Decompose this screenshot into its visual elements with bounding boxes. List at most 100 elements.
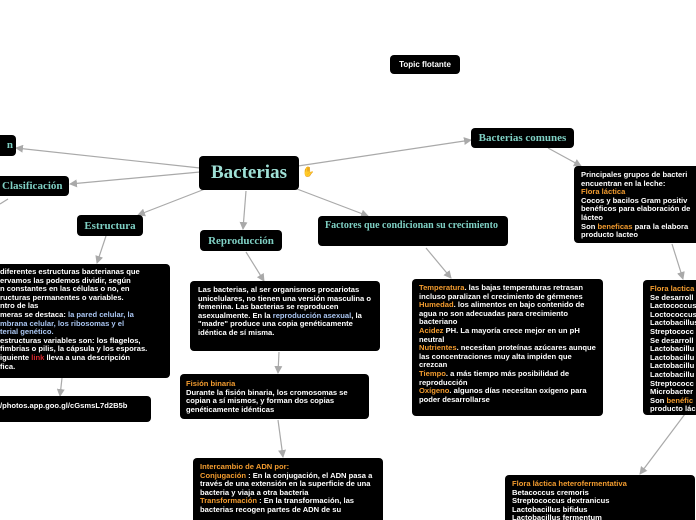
grupos-text: Son <box>581 221 598 231</box>
link-to-bacterias-comunes <box>297 137 472 167</box>
note-estructura-line: fica. <box>0 361 16 371</box>
central-topic[interactable]: Bacterias <box>199 156 299 190</box>
note-text: iguiente <box>0 352 32 362</box>
list-item: Loctococcus <box>650 309 696 319</box>
conjugacion-label: Conjugación <box>200 470 246 480</box>
factor-body: . necesitan proteínas azúcares aunque la… <box>419 343 596 370</box>
conjugacion-body: : En la conjugación, el ADN pasa a travé… <box>200 470 373 497</box>
branch-clasificacion[interactable]: Clasificación <box>0 176 69 196</box>
factor-acidez: Acidez PH. La mayoría crece mejor en un … <box>419 325 596 344</box>
factor-humedad: Humedad. los alimentos en bajo contenido… <box>419 300 596 327</box>
link-to-clasificacion <box>69 171 201 188</box>
list-item: Lactobacillus <box>650 318 696 328</box>
factor-label: Tiempo <box>419 368 446 378</box>
note-principales-grupos[interactable]: Principales grupos de bacteri encuentran… <box>574 166 696 243</box>
hetero-title: Flora láctica heterofermentativa <box>512 479 627 488</box>
note-reproduccion[interactable]: Las bacterias, al ser organismos procari… <box>190 281 380 351</box>
branch-bacterias-comunes[interactable]: Bacterias comunes <box>471 128 574 148</box>
factor-label: Acidez <box>419 325 444 335</box>
note-factores[interactable]: Temperatura. las bajas temperaturas retr… <box>412 279 603 416</box>
note-flora-heterofermentativa[interactable]: Flora láctica heterofermentativa Betacoc… <box>505 475 695 520</box>
intercambio-conjugacion: Conjugación : En la conjugación, el ADN … <box>200 470 376 498</box>
note-estructura-line: estructuras variables son: los flagelos, <box>0 335 141 345</box>
link-note-photos <box>56 377 65 397</box>
link-reproduccion-fision <box>274 351 283 374</box>
note-estructura-line: diferentes estructuras bacterianas que <box>0 267 140 276</box>
grupos-line: lácteo <box>581 212 603 222</box>
note-estructura-line: ervamos las podemos dividir, según <box>0 275 131 285</box>
list-item: Lactobacillus fermentum <box>512 513 602 520</box>
factor-body: . los alimentos en bajo contenido de agu… <box>419 300 585 327</box>
factor-body: PH. La mayoría crece mejor en un pH neut… <box>419 325 580 344</box>
flora-line: Son benéfic <box>650 395 696 406</box>
note-text: Las bacterias, al ser organismos procari… <box>198 285 372 320</box>
branch-reproduccion[interactable]: Reproducción <box>200 230 282 251</box>
list-item: Streptococcus dextranicus <box>512 496 610 506</box>
grupos-text: para la elabora <box>632 221 689 231</box>
branch-factores[interactable]: Factores que condicionan su crecimiento <box>318 216 508 246</box>
link-to-estructura <box>137 188 206 217</box>
list-item: Lactobacillus bifidus <box>512 504 588 514</box>
branch-reproduccion-title: Reproducción <box>208 235 274 247</box>
grupos-line: benéficos para elaboración de <box>581 204 691 214</box>
factor-body: . algunos días necesitan oxígeno para po… <box>419 386 587 404</box>
factor-label: Humedad <box>419 300 454 310</box>
factor-tiempo: Tiempo. a más tiempo más posibilidad de … <box>419 368 596 387</box>
factor-nutrientes: Nutrientes. necesitan proteínas azúcares… <box>419 343 596 370</box>
factor-label: Nutrientes <box>419 343 457 353</box>
list-item: Lactobacillu <box>650 352 695 362</box>
list-item: Lactobacillu <box>650 344 695 354</box>
factor-oxigeno: Oxígeno. algunos días necesitan oxígeno … <box>419 386 596 404</box>
branch-clasificacion-title: Clasificación <box>2 180 63 192</box>
description-link[interactable]: link <box>31 352 45 362</box>
floating-topic-title: Topic flotante <box>399 60 451 69</box>
branch-bacterias-comunes-title: Bacterias comunes <box>478 132 567 144</box>
list-item: Streptococc <box>650 326 694 336</box>
factor-label: Temperatura <box>419 283 465 292</box>
grupos-line: Cocos y bacilos Gram positiv <box>581 195 688 205</box>
note-intercambio-adn[interactable]: Intercambio de ADN por: Conjugación : En… <box>193 458 383 520</box>
branch-estructura[interactable]: Estructura <box>77 215 143 236</box>
note-estructura-line: mbrana celular, los ribosomas y el <box>0 318 125 328</box>
note-estructura-line: iguiente link lleva a una descripción <box>0 352 166 363</box>
photos-url[interactable]: /photos.app.goo.gl/cGsmsL7d2B5b <box>0 401 128 410</box>
list-item: Lactobacillu <box>650 369 695 379</box>
list-item: Lactococcus <box>650 301 696 311</box>
floating-topic[interactable]: Topic flotante <box>390 55 460 74</box>
link-fision-intercambio <box>277 419 287 458</box>
transformacion-label: Transformación <box>200 496 257 506</box>
note-fision-binaria[interactable]: Fisión binaria Durante la fisión binaria… <box>180 374 369 419</box>
branch-left-edge[interactable]: n <box>0 135 16 156</box>
link-to-factores <box>296 188 369 218</box>
link-estructura-note <box>95 235 107 264</box>
flora-line: producto lác <box>650 404 696 414</box>
list-item: Se desarroll <box>650 335 694 345</box>
note-text: lleva a una descripción <box>44 352 131 362</box>
link-to-left-edge <box>15 144 201 169</box>
transformacion-body: : En la transformación, las bacterias re… <box>200 496 355 514</box>
factor-body: . las bajas temperaturas retrasan inclus… <box>419 283 584 301</box>
link-reproduccion-note <box>245 251 265 282</box>
intercambio-transformacion: Transformación : En la transformación, l… <box>200 497 376 514</box>
link-grupos-flora <box>671 243 685 280</box>
note-estructura[interactable]: diferentes estructuras bacterianas que e… <box>0 264 170 378</box>
note-estructura-line: n constantes en las células o no, en <box>0 284 130 294</box>
link-to-reproduccion <box>239 190 248 230</box>
grupos-line: Flora láctica <box>581 187 626 197</box>
flora-text: Son <box>650 395 667 405</box>
link-factores-note <box>425 247 452 279</box>
branch-factores-title: Factores que condicionan su crecimiento <box>325 220 498 231</box>
factor-temperatura: Temperatura. las bajas temperaturas retr… <box>419 283 596 301</box>
note-highlight: reproducción asexual <box>272 310 352 320</box>
grupos-line: encuentran en la leche: <box>581 178 666 188</box>
note-photos-link[interactable]: /photos.app.goo.gl/cGsmsL7d2B5b <box>0 396 151 422</box>
note-text: meras se destaca: <box>0 309 68 319</box>
grupos-highlight: beneficas <box>597 221 633 231</box>
grupos-line: producto lacteo <box>581 230 638 240</box>
branch-estructura-title: Estructura <box>84 220 136 232</box>
